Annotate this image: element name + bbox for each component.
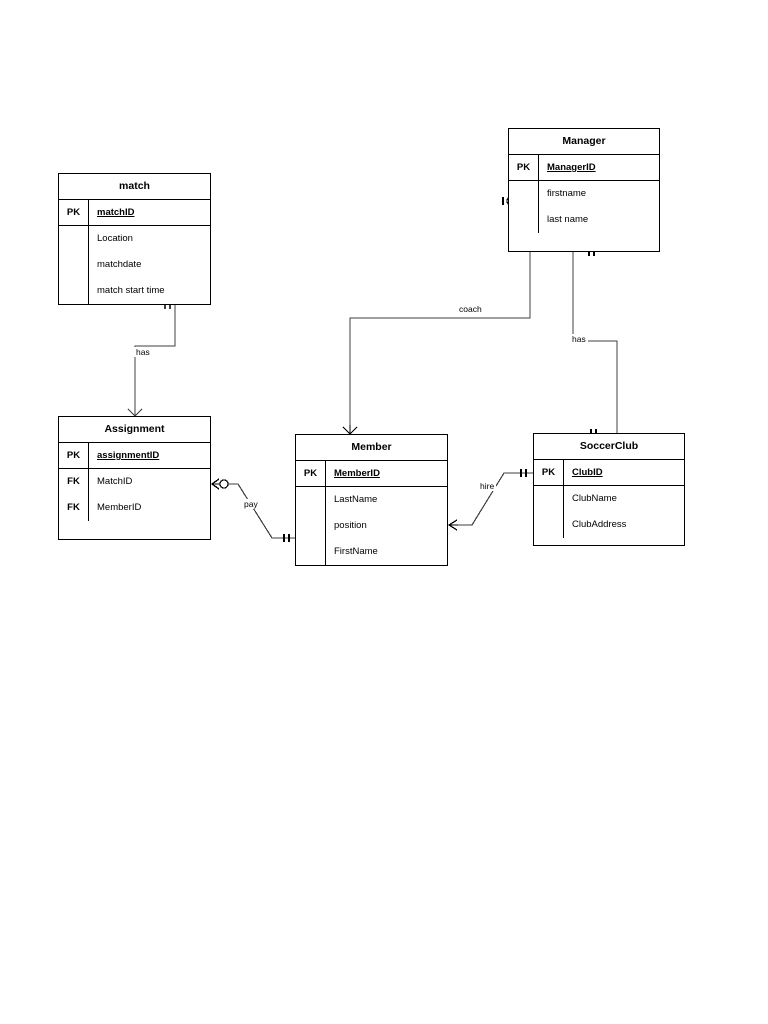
primary-key-row: PK MemberID [296, 461, 447, 487]
attribute-name: firstname [547, 188, 587, 199]
attribute-key-column [296, 487, 326, 565]
pk-field-name: ClubID [564, 460, 684, 485]
attribute-name-column: Location matchdate match start time [89, 226, 210, 304]
pk-field-name: matchID [89, 200, 210, 225]
attribute-key [509, 181, 538, 207]
attribute-name: MatchID [97, 476, 133, 487]
attribute-name: Location [97, 233, 133, 244]
attribute-list: firstname last name [509, 181, 659, 233]
entity-title: Member [296, 435, 447, 461]
attribute-list: ClubName ClubAddress [534, 486, 684, 538]
relationship-label-coach: coach [457, 304, 484, 314]
attribute-list: FK FK MatchID MemberID [59, 469, 210, 521]
attribute-name-column: ClubName ClubAddress [564, 486, 684, 538]
attribute-name: ClubAddress [572, 519, 627, 530]
attribute-name-column: MatchID MemberID [89, 469, 210, 521]
attribute-name: position [334, 520, 367, 531]
relationship-label-hire: hire [478, 481, 497, 491]
connector-member-hire-soccerclub [448, 469, 533, 531]
entity-title: Assignment [59, 417, 210, 443]
attribute-name: ClubName [572, 493, 617, 504]
entity-title: SoccerClub [534, 434, 684, 460]
attribute-name-column: firstname last name [539, 181, 659, 233]
relationship-label-has-manager-soccerclub: has [570, 334, 588, 344]
attribute-key [59, 278, 88, 304]
attribute-key-column: FK FK [59, 469, 89, 521]
pk-badge: PK [59, 200, 89, 225]
pk-field-name: MemberID [326, 461, 447, 486]
pk-badge: PK [59, 443, 89, 468]
entity-manager[interactable]: Manager PK ManagerID firstname last name [508, 128, 660, 252]
attribute-key: FK [67, 476, 80, 487]
attribute-name: match start time [97, 285, 165, 296]
attribute-name-column: LastName position FirstName [326, 487, 447, 565]
attribute-name: last name [547, 214, 589, 225]
entity-match[interactable]: match PK matchID Location matchdate matc… [58, 173, 211, 305]
primary-key-row: PK matchID [59, 200, 210, 226]
entity-soccerclub[interactable]: SoccerClub PK ClubID ClubName ClubAddres… [533, 433, 685, 546]
pk-field-name: assignmentID [89, 443, 210, 468]
entity-title: Manager [509, 129, 659, 155]
pk-badge: PK [296, 461, 326, 486]
connector-match-has-assignment [127, 301, 176, 417]
attribute-name: MemberID [97, 502, 142, 513]
relationship-label-has-match-assignment: has [134, 347, 152, 357]
attribute-key [296, 539, 325, 565]
pk-field-text: ManagerID [547, 162, 596, 173]
pk-field-text: assignmentID [97, 450, 160, 461]
entity-assignment[interactable]: Assignment PK assignmentID FK FK MatchID… [58, 416, 211, 540]
attribute-key [509, 207, 538, 233]
attribute-name: FirstName [334, 546, 378, 557]
primary-key-row: PK ClubID [534, 460, 684, 486]
attribute-list: LastName position FirstName [296, 487, 447, 565]
attribute-name: matchdate [97, 259, 142, 270]
connector-manager-coach-member [342, 196, 531, 435]
attribute-key-column [534, 486, 564, 538]
attribute-key [296, 487, 325, 513]
primary-key-row: PK ManagerID [509, 155, 659, 181]
pk-field-name: ManagerID [539, 155, 659, 180]
attribute-key [59, 252, 88, 278]
relationship-label-pay: pay [242, 499, 260, 509]
attribute-key [296, 513, 325, 539]
pk-field-text: ClubID [572, 467, 603, 478]
entity-title: match [59, 174, 210, 200]
attribute-key-column [509, 181, 539, 233]
attribute-key [534, 512, 563, 538]
attribute-key-column [59, 226, 89, 304]
primary-key-row: PK assignmentID [59, 443, 210, 469]
attribute-key [534, 486, 563, 512]
attribute-key [59, 226, 88, 252]
pk-field-text: matchID [97, 207, 135, 218]
entity-member[interactable]: Member PK MemberID LastName position Fir… [295, 434, 448, 566]
pk-badge: PK [509, 155, 539, 180]
connector-assignment-pay-member [211, 478, 295, 542]
pk-field-text: MemberID [334, 468, 380, 479]
attribute-name: LastName [334, 494, 378, 505]
attribute-key: FK [67, 502, 80, 513]
attribute-list: Location matchdate match start time [59, 226, 210, 304]
pk-badge: PK [534, 460, 564, 485]
